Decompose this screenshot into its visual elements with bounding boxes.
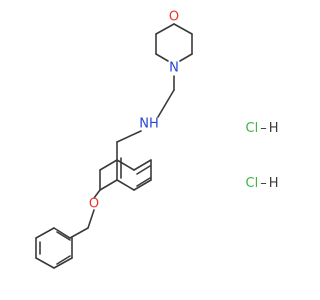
ring-bond bbox=[116, 179, 135, 191]
ether-bond bbox=[93, 189, 101, 199]
ring-bond bbox=[53, 227, 71, 239]
ether-oxygen-label: O bbox=[89, 197, 99, 212]
morpholine-bond bbox=[155, 23, 175, 35]
ring-bond bbox=[69, 227, 89, 239]
hcl-salt-1: Cl–H bbox=[246, 121, 279, 136]
ring-bond bbox=[133, 159, 152, 171]
ring-bond bbox=[99, 179, 118, 191]
ring-bond bbox=[35, 257, 55, 269]
amine-nh-label: NH bbox=[139, 117, 159, 132]
morpholine-bond bbox=[173, 23, 193, 35]
ring-bond bbox=[35, 227, 55, 239]
ring-bond bbox=[99, 159, 118, 171]
chlorine-label: Cl bbox=[246, 176, 259, 191]
hcl-salt-2: Cl–H bbox=[246, 176, 279, 191]
aromatic-double-bond bbox=[56, 231, 71, 241]
ring-bond bbox=[116, 159, 135, 171]
structure-canvas: O N NH O Cl–H Cl–H bbox=[35, 10, 279, 269]
molecule-drawing: O N NH O Cl–H Cl–H bbox=[35, 10, 279, 269]
ethyl-bond bbox=[157, 89, 175, 118]
morpholine-bond bbox=[179, 53, 193, 62]
morpholine-bond bbox=[155, 53, 169, 62]
ether-bond bbox=[87, 209, 95, 229]
aromatic-double-bond bbox=[136, 165, 151, 175]
chlorine-label: Cl bbox=[246, 121, 259, 136]
ring-bond bbox=[53, 257, 73, 269]
morpholine-nitrogen-label: N bbox=[169, 61, 179, 76]
aromatic-double-bond bbox=[56, 255, 71, 265]
morpholine-oxygen-label: O bbox=[169, 10, 179, 25]
bond-layer bbox=[35, 23, 193, 269]
ring-bond bbox=[133, 179, 152, 191]
aromatic-double-bond bbox=[136, 177, 151, 187]
amine-bond bbox=[116, 130, 142, 143]
